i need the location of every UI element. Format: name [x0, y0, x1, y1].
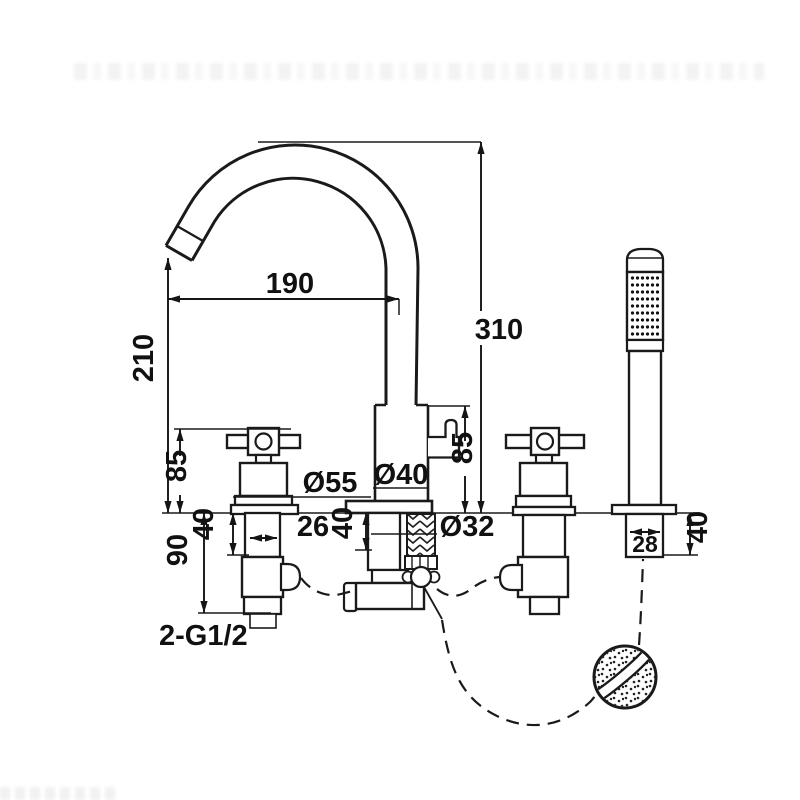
right-handle-screw: [535, 432, 555, 451]
shower-hose-loop: [440, 619, 601, 727]
label-valve-shank-width: 26: [297, 511, 329, 543]
label-inlet-thread: 2-G1/2: [159, 620, 248, 652]
label-valve-deck-thickness: 40: [188, 508, 220, 540]
spout-shank: [366, 511, 402, 572]
hose-left-valve-to-tee: [300, 577, 358, 597]
shower-hose-ball: [592, 644, 658, 710]
label-left-handle-height: 85: [161, 450, 193, 482]
right-valve: [498, 426, 586, 616]
diverter-bracket: [428, 418, 461, 459]
spout-tip-seam: [176, 225, 204, 242]
label-overall-height: 310: [475, 314, 523, 346]
left-valve-bonnet: [238, 461, 289, 498]
label-spout-body-diameter: Ø40: [374, 459, 429, 491]
spray-nozzle-dots: [630, 276, 660, 336]
right-valve-bonnet: [518, 461, 569, 498]
label-shower-holder-width: 28: [632, 531, 658, 557]
right-valve-nut: [528, 595, 561, 616]
extension-lines: [174, 141, 698, 614]
hose-leader: [423, 586, 443, 620]
right-valve-shank: [521, 513, 567, 559]
shower-handle: [627, 349, 663, 507]
label-escutcheon-diameter: Ø55: [303, 467, 358, 499]
shower-hose-riser: [637, 558, 645, 646]
left-handle-screw: [254, 432, 273, 451]
right-hose-port: [498, 563, 524, 592]
label-outlet-height: 210: [128, 334, 160, 382]
label-spout-reach: 190: [266, 268, 314, 300]
shower-escutcheon: [610, 503, 678, 516]
hose-tee-to-right-valve: [436, 575, 502, 597]
dimension-lines: [164, 142, 694, 613]
label-shower-deck-thickness: 40: [682, 511, 714, 543]
right-escutcheon: [511, 505, 577, 517]
spout-column: [344, 403, 461, 515]
left-valve-shank: [243, 511, 282, 559]
left-valve: [225, 426, 302, 629]
spout-gooseneck: [164, 143, 420, 407]
left-valve-nut: [242, 595, 283, 616]
hand-shower: [610, 247, 678, 559]
right-valve-body: [516, 555, 570, 599]
label-mounting-hole-diameter: Ø32: [440, 511, 495, 543]
ball-joint: [409, 565, 433, 589]
shower-hoses: [300, 558, 645, 727]
label-diverter-outlet-height: 85: [447, 432, 479, 464]
left-hose-port: [279, 562, 302, 592]
spout-outlet-face: [165, 244, 193, 262]
spout-underbody: [342, 511, 441, 613]
label-spout-deck-thickness: 40: [327, 507, 359, 539]
braided-hose: [406, 513, 436, 557]
dimension-labels: 190 310 210 85 85 Ø55 Ø40 Ø32 26 40 90 4…: [128, 268, 714, 652]
label-under-deck-depth: 90: [162, 534, 194, 566]
tee-body: [354, 581, 426, 611]
shower-cap: [625, 247, 665, 274]
left-inlet-tail: [249, 613, 277, 629]
left-valve-body: [240, 555, 285, 599]
